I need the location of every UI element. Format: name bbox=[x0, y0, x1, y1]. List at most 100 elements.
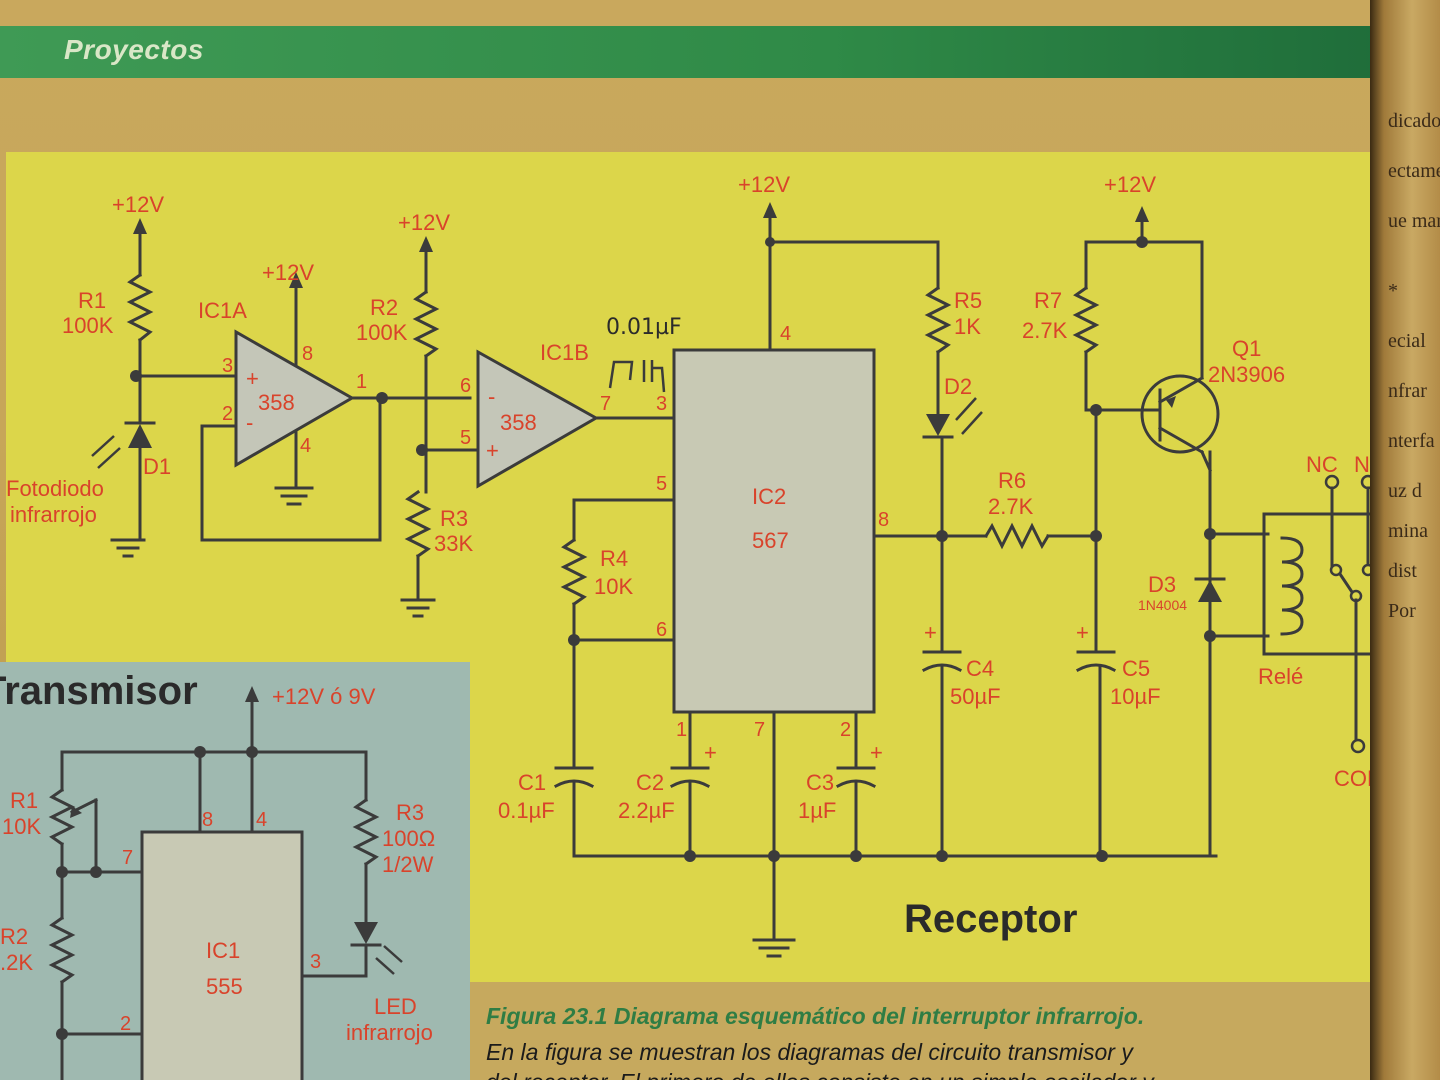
d2-name: D2 bbox=[944, 374, 972, 399]
tx-r3-power: 1/2W bbox=[382, 852, 434, 877]
r2-value: 100K bbox=[356, 320, 408, 345]
facing-page-text: ue mar bbox=[1388, 210, 1440, 232]
ic1a-name: IC1A bbox=[198, 298, 247, 323]
c3-plus: + bbox=[870, 740, 883, 765]
tx-pin2: 2 bbox=[120, 1013, 131, 1035]
section-header-band bbox=[0, 26, 1380, 78]
tx-r1-value: 10K bbox=[2, 814, 41, 839]
photodiode-d1 bbox=[128, 424, 152, 448]
ic2-chip: 567 bbox=[752, 528, 789, 553]
ic1b-pin5: 5 bbox=[460, 427, 471, 449]
tx-ic1-name: IC1 bbox=[206, 938, 240, 963]
relay-name: Relé bbox=[1258, 664, 1303, 689]
vcc-label-ic2: +12V bbox=[738, 172, 790, 197]
tx-pin4: 4 bbox=[256, 809, 267, 831]
ic1b-plus: + bbox=[486, 438, 499, 463]
facing-page-text: dicador bbox=[1388, 110, 1440, 132]
r4-name: R4 bbox=[600, 546, 628, 571]
resistor-r7 bbox=[1072, 285, 1100, 355]
c3-name: C3 bbox=[806, 770, 834, 795]
r4-c1-branch bbox=[553, 498, 676, 858]
section-title: Proyectos bbox=[64, 34, 204, 65]
relay-assembly bbox=[1194, 474, 1380, 754]
facing-page-text: mina bbox=[1388, 520, 1428, 542]
c5-value: 10µF bbox=[1110, 684, 1161, 709]
caption-line-1: En la figura se muestran los diagramas d… bbox=[486, 1039, 1133, 1065]
d3-value: 1N4004 bbox=[1138, 597, 1187, 613]
transmitter-circuit bbox=[48, 686, 403, 1080]
ground-d1 bbox=[110, 538, 146, 558]
r3-value: 33K bbox=[434, 531, 473, 556]
handwritten-cap-value: 0.01µF bbox=[606, 315, 682, 340]
handwritten-capacitor bbox=[608, 360, 666, 393]
c2-name: C2 bbox=[636, 770, 664, 795]
tx-led-1: LED bbox=[374, 994, 417, 1019]
d1-desc-2: infrarrojo bbox=[10, 502, 97, 527]
ic2-pin1: 1 bbox=[676, 719, 687, 741]
resistor-r5 bbox=[924, 285, 952, 355]
facing-page-text: ecial bbox=[1388, 330, 1426, 352]
ic1-555 bbox=[140, 830, 304, 1080]
ic1b-name: IC1B bbox=[540, 340, 589, 365]
vcc-label-r1: +12V bbox=[112, 192, 164, 217]
tx-pin8: 8 bbox=[202, 809, 213, 831]
r3-name: R3 bbox=[440, 506, 468, 531]
receptor-title: Receptor bbox=[904, 897, 1077, 941]
tx-r2-value: .2K bbox=[0, 950, 33, 975]
caption-paper bbox=[470, 982, 1380, 1080]
facing-page-text: ectame bbox=[1388, 160, 1440, 182]
r5-name: R5 bbox=[954, 288, 982, 313]
r2-r3-divider bbox=[400, 236, 480, 618]
tx-vcc: +12V ó 9V bbox=[272, 684, 376, 709]
c1-value: 0.1µF bbox=[498, 798, 555, 823]
ic1a-pin1: 1 bbox=[356, 371, 367, 393]
ic2-pin6: 6 bbox=[656, 619, 667, 641]
r1-branch bbox=[91, 218, 238, 558]
facing-page-text: Por bbox=[1388, 600, 1416, 622]
r6-value: 2.7K bbox=[988, 494, 1034, 519]
tx-led-2: infrarrojo bbox=[346, 1020, 433, 1045]
ic2-pin8: 8 bbox=[878, 509, 889, 531]
resistor-r3-tx bbox=[352, 797, 380, 867]
facing-page-text: * bbox=[1388, 280, 1398, 302]
resistor-r2 bbox=[412, 289, 440, 359]
r1-value: 100K bbox=[62, 313, 114, 338]
tx-pin7: 7 bbox=[122, 847, 133, 869]
q1-driver bbox=[1072, 206, 1220, 858]
resistor-r1 bbox=[126, 272, 154, 343]
ground-bus bbox=[572, 850, 1218, 862]
ic2-pin7: 7 bbox=[754, 719, 765, 741]
schematic-figure: .w { stroke:#3b3b3b; stroke-width:3; fil… bbox=[0, 152, 1380, 1080]
r2-name: R2 bbox=[370, 295, 398, 320]
c2-c3-branch bbox=[669, 710, 877, 958]
relay-nc: NC bbox=[1306, 452, 1338, 477]
ic1b-chip: 358 bbox=[500, 410, 537, 435]
ic1b-pin7: 7 bbox=[600, 393, 611, 415]
facing-page-text: nterfa bbox=[1388, 430, 1435, 452]
tx-r2-name: R2 bbox=[0, 924, 28, 949]
resistor-r3 bbox=[404, 489, 432, 559]
tx-pin3: 3 bbox=[310, 951, 321, 973]
c2-plus: + bbox=[704, 740, 717, 765]
potentiometer-r1 bbox=[48, 787, 76, 847]
c5-plus: + bbox=[1076, 620, 1089, 645]
tx-ic1-chip: 555 bbox=[206, 974, 243, 999]
r4-value: 10K bbox=[594, 574, 633, 599]
r5-value: 1K bbox=[954, 314, 981, 339]
c3-value: 1µF bbox=[798, 798, 836, 823]
vcc-label-ic1a: +12V bbox=[262, 260, 314, 285]
ic1a-chip: 358 bbox=[258, 390, 295, 415]
ic1a-pin2: 2 bbox=[222, 403, 233, 425]
d1-desc-1: Fotodiodo bbox=[6, 476, 104, 501]
resistor-r6 bbox=[983, 522, 1100, 550]
r1-name: R1 bbox=[78, 288, 106, 313]
ic2-567 bbox=[672, 202, 940, 714]
transistor-q1 bbox=[1140, 374, 1220, 454]
ic1b-pin6: 6 bbox=[460, 375, 471, 397]
ic2-name: IC2 bbox=[752, 484, 786, 509]
facing-page-text: dist bbox=[1388, 560, 1417, 582]
relay-coil bbox=[1280, 536, 1304, 636]
ic1b-minus: - bbox=[488, 384, 495, 409]
ic1a-pin3: 3 bbox=[222, 355, 233, 377]
